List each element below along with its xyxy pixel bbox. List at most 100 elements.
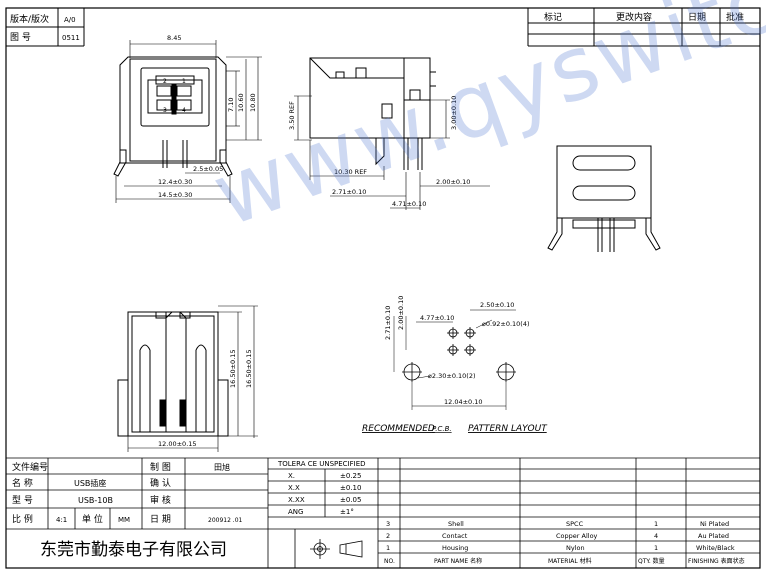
bom-header-no: NO. xyxy=(384,558,395,565)
dim-h-1060: 10.60 xyxy=(237,93,245,112)
bom-finish-2: White/Black xyxy=(696,544,735,552)
pcb-layout xyxy=(393,309,516,410)
header-block: 版本/版次 A/0 图 号 0511 xyxy=(6,8,85,47)
model-value: USB-10B xyxy=(78,496,113,505)
dim-side-200: 2.00±0.10 xyxy=(436,178,470,186)
version-value: A/0 xyxy=(64,16,76,24)
model-label: 型 号 xyxy=(12,495,33,506)
company-name: 东莞市勤泰电子有限公司 xyxy=(40,540,227,560)
dim-side-271: 2.71±0.10 xyxy=(332,188,366,196)
back-view xyxy=(547,145,661,252)
tolerance-title: TOLERA CE UNSPECIFIED xyxy=(277,460,366,468)
bom-finish-1: Au Plated xyxy=(698,532,729,540)
dim-w-25: 2.5±0.05 xyxy=(193,165,223,173)
tol-val-3: ±1° xyxy=(340,508,354,516)
bom-material-1: Copper Alloy xyxy=(556,532,598,540)
tol-val-2: ±0.05 xyxy=(340,496,361,504)
bom-part-0: Shell xyxy=(448,520,464,528)
bom-no-0: 3 xyxy=(386,520,390,528)
pcb-labels: 2.50±0.10 4.77±0.10 ⌀0.92±0.10(4) 2.71±0… xyxy=(384,296,530,406)
pcb-dim-230: ⌀2.30±0.10(2) xyxy=(428,372,476,380)
outer-border xyxy=(5,7,761,569)
drawing-no-value: 0511 xyxy=(62,34,80,42)
scale-label: 比 例 xyxy=(12,513,33,525)
bom-header-part: PART NAME 名称 xyxy=(434,557,482,565)
rev-header-content: 更改内容 xyxy=(616,11,652,23)
bom-material-0: SPCC xyxy=(566,520,584,528)
pcb-dim-092: ⌀0.92±0.10(4) xyxy=(482,320,530,328)
pcb-dim-477: 4.77±0.10 xyxy=(420,314,454,322)
unit-label: 单 位 xyxy=(82,513,103,525)
dim-h-710: 7.10 xyxy=(227,98,235,112)
tol-val-0: ±0.25 xyxy=(340,472,361,480)
pin-label-3: 3 xyxy=(163,107,167,114)
dim-w-124: 12.4±0.30 xyxy=(158,178,192,186)
top-view-labels: 8.45 2 1 3 4 7.10 10.60 10.80 2.5±0.05 1… xyxy=(158,34,257,199)
front-view-labels: 16.50±0.15 16.50±0.15 12.00±0.15 xyxy=(158,349,253,448)
bom-header-qty: QTY. 数量 xyxy=(638,557,665,565)
pcb-dim-250: 2.50±0.10 xyxy=(480,301,514,309)
dim-front-1650: 16.50±0.15 xyxy=(229,349,237,388)
name-label: 名 称 xyxy=(12,477,33,489)
front-view xyxy=(117,305,258,452)
bom-material-2: Nylon xyxy=(566,544,585,552)
bom-header-material: MATERIAL 材料 xyxy=(548,557,592,565)
bom-part-2: Housing xyxy=(442,544,468,552)
dim-top-width: 8.45 xyxy=(167,34,181,42)
tol-key-3: ANG xyxy=(288,508,303,516)
rev-header-approve: 批准 xyxy=(726,11,744,23)
review-label: 审 核 xyxy=(150,494,171,506)
top-view xyxy=(113,40,262,203)
bom-qty-1: 4 xyxy=(654,532,658,540)
bom-no-2: 1 xyxy=(386,544,390,552)
dim-side-300: 3.00±0.10 xyxy=(450,96,458,130)
tol-key-0: X. xyxy=(288,472,295,480)
name-value: USB插座 xyxy=(74,478,106,488)
bom-qty-0: 1 xyxy=(654,520,658,528)
file-no-label: 文件编号 xyxy=(12,461,48,473)
draw-value: 田旭 xyxy=(214,462,230,472)
pcb-dim-1204: 12.04±0.10 xyxy=(444,398,483,406)
side-view-labels: 3.50 REF 3.00±0.10 10.30 REF 2.71±0.10 2… xyxy=(288,96,470,208)
side-view xyxy=(294,57,490,210)
pin-label-2: 2 xyxy=(163,78,167,85)
date-label: 日 期 xyxy=(150,514,171,525)
pin-label-1: 1 xyxy=(182,78,186,85)
pin-label-4: 4 xyxy=(182,107,186,114)
date-value: 200912 .01 xyxy=(208,517,243,524)
draw-label: 制 图 xyxy=(150,461,171,473)
rev-header-mark: 标记 xyxy=(544,11,562,23)
dim-h-1080: 10.80 xyxy=(249,93,257,112)
bom-part-1: Contact xyxy=(442,532,468,540)
title-block xyxy=(6,457,760,568)
bom-finish-0: Ni Plated xyxy=(700,520,729,528)
dim-side-350: 3.50 REF xyxy=(288,101,296,130)
tol-val-1: ±0.10 xyxy=(340,484,361,492)
bom-text: 3 Shell SPCC 1 Ni Plated 2 Contact Coppe… xyxy=(384,520,745,565)
pcb-caption-1: RECOMMENDED xyxy=(362,424,435,434)
bom-no-1: 2 xyxy=(386,532,390,540)
bom-header-finish: FINISHING 表面状态 xyxy=(688,557,745,565)
dim-front-1650b: 16.50±0.15 xyxy=(245,349,253,388)
pcb-dim-200: 2.00±0.10 xyxy=(397,296,405,330)
rev-header-date: 日期 xyxy=(688,12,706,23)
drawing-no-label: 图 号 xyxy=(10,32,31,43)
dim-front-1200: 12.00±0.15 xyxy=(158,440,197,448)
dim-side-1030: 10.30 REF xyxy=(334,168,367,176)
pcb-caption: RECOMMENDED P.C.B. PATTERN LAYOUT xyxy=(362,424,548,434)
pcb-caption-3: PATTERN LAYOUT xyxy=(468,424,548,434)
pcb-dim-271: 2.71±0.10 xyxy=(384,306,392,340)
pcb-caption-2: P.C.B. xyxy=(432,425,452,433)
tol-key-2: X.XX xyxy=(288,496,305,504)
unit-value: MM xyxy=(118,516,130,524)
dim-side-471: 4.71±0.10 xyxy=(392,200,426,208)
tolerance-text: TOLERA CE UNSPECIFIED X. ±0.25 X.X ±0.10… xyxy=(277,460,366,516)
revision-table: 标记 更改内容 日期 批准 xyxy=(527,8,760,47)
dim-w-145: 14.5±0.30 xyxy=(158,191,192,199)
confirm-label: 确 认 xyxy=(150,477,171,489)
version-label: 版本/版次 xyxy=(10,13,49,25)
tol-key-1: X.X xyxy=(288,484,300,492)
title-block-text: 文件编号 名 称 USB插座 型 号 USB-10B 比 例 4:1 单 位 M… xyxy=(12,461,243,560)
